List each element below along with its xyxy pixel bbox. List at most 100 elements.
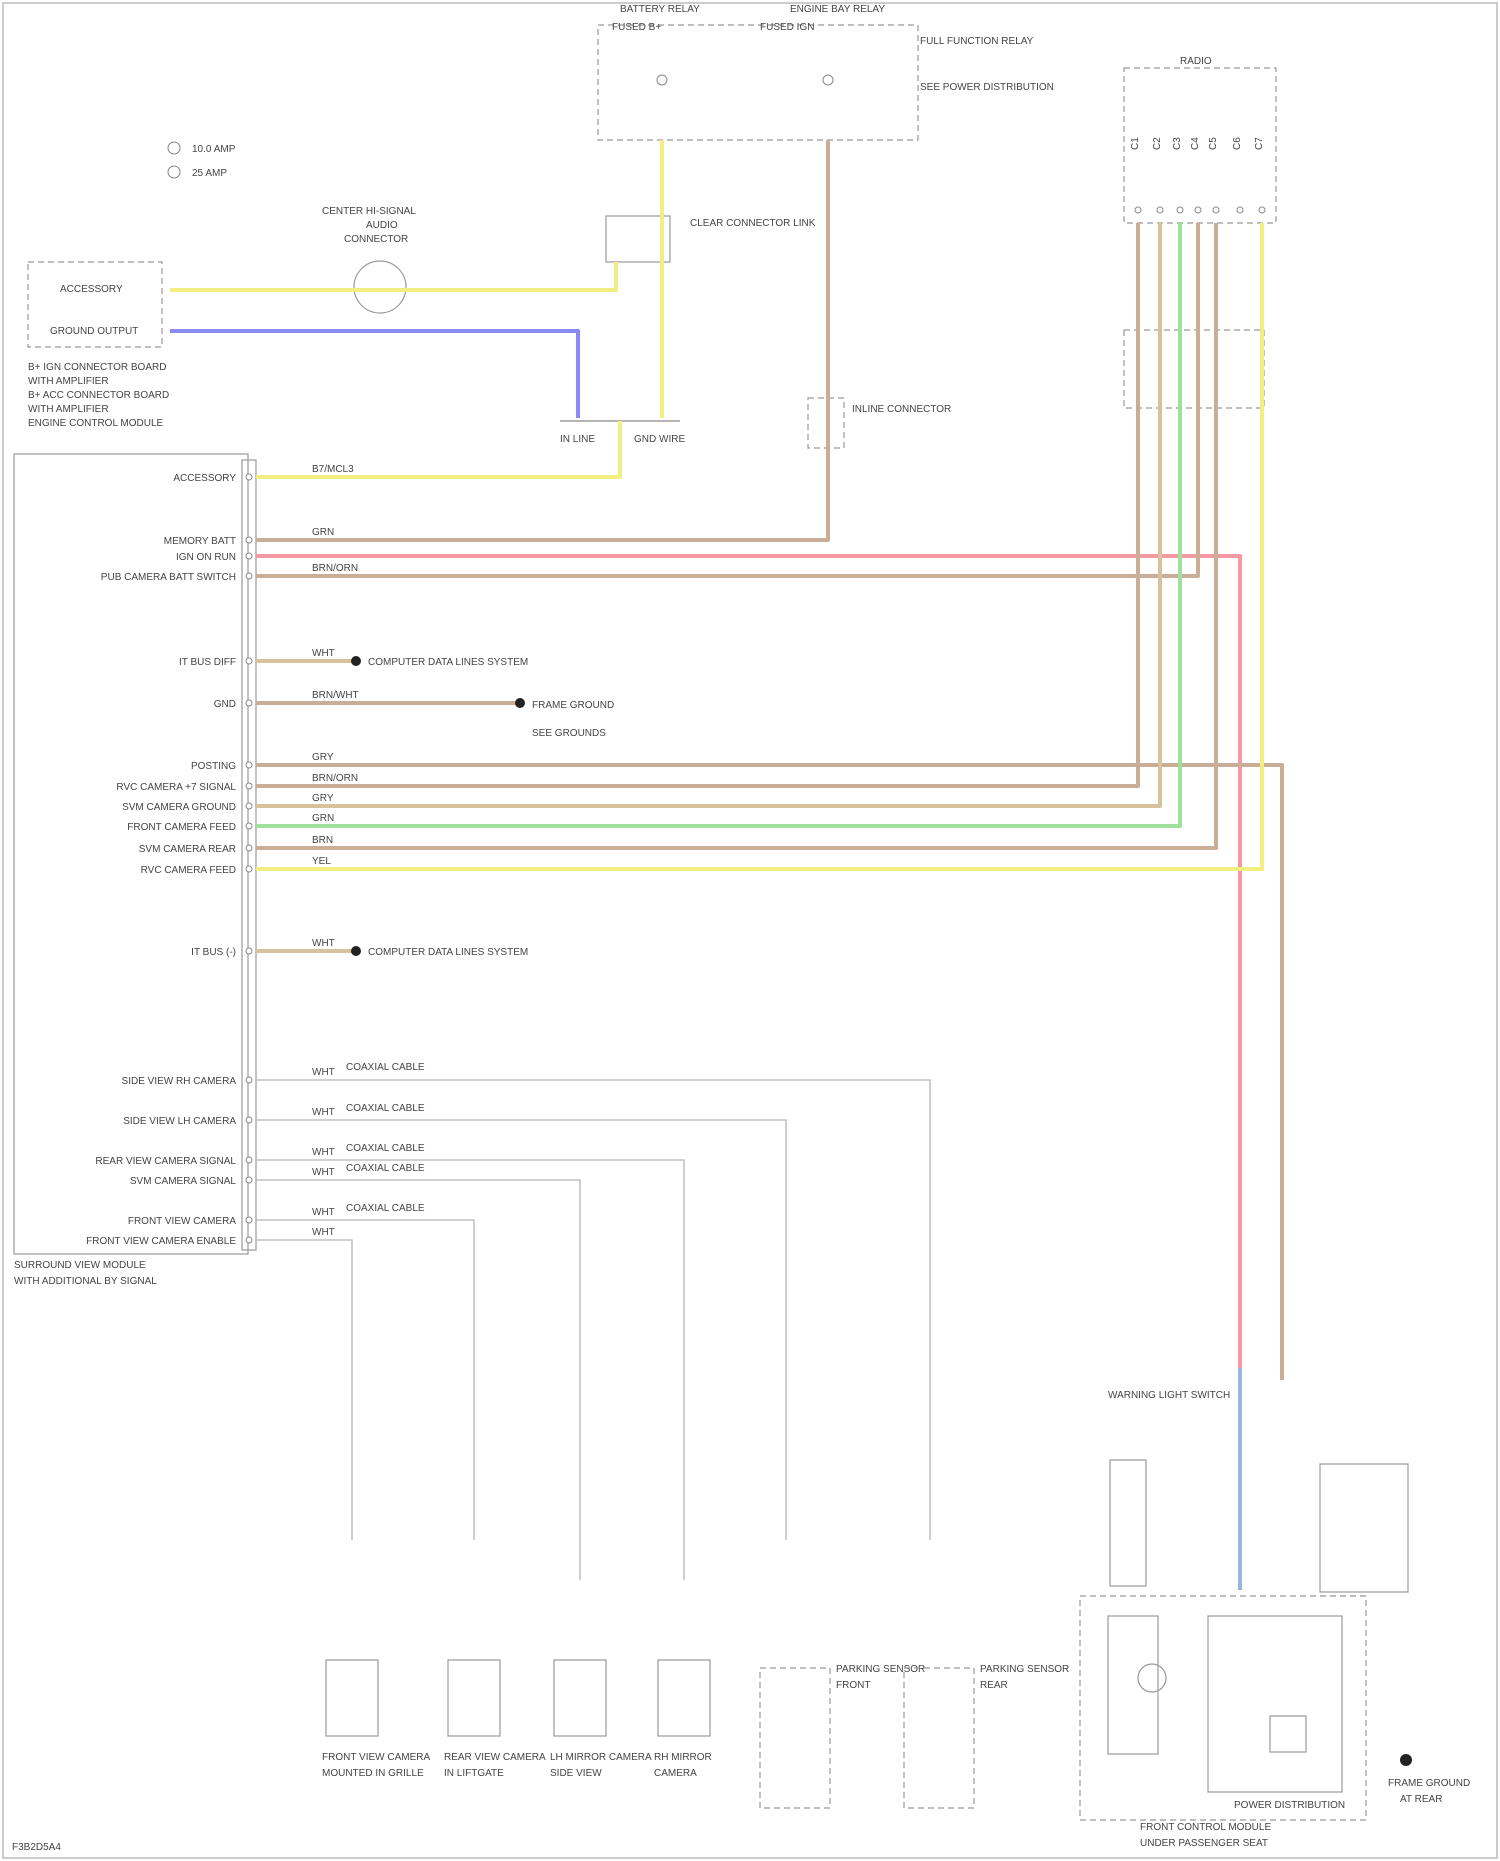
radio-pin-label: C5 — [1208, 137, 1219, 150]
radio-pin — [1177, 207, 1183, 213]
device-body — [760, 1668, 830, 1808]
radio-pin-label: C2 — [1152, 137, 1163, 150]
fuse-right-icon — [823, 75, 833, 85]
device-label: RH MIRROR — [654, 1752, 712, 1763]
module-pin — [246, 762, 252, 768]
module-pin-label: IT BUS DIFF — [179, 657, 236, 668]
ground-sub: AT REAR — [1400, 1794, 1442, 1805]
relay-switch-icon — [1270, 1716, 1306, 1752]
annotations: COMPUTER DATA LINES SYSTEM COMPUTER DATA… — [346, 656, 614, 1214]
module-pin-label: REAR VIEW CAMERA SIGNAL — [95, 1156, 236, 1167]
device-sublabel: CAMERA — [654, 1768, 697, 1779]
radio-pin-label: C3 — [1172, 137, 1183, 150]
module-pin — [246, 573, 252, 579]
module-pin-label: MEMORY BATT — [164, 536, 236, 547]
radio-pin — [1195, 207, 1201, 213]
fuse-note: FULL FUNCTION RELAY — [920, 36, 1034, 47]
module-pin — [246, 658, 252, 664]
wire-ign-red — [256, 556, 1240, 1590]
module-pin — [246, 1177, 252, 1183]
module-pin-label: GND — [214, 699, 236, 710]
wire-circuit-label: WHT — [312, 648, 335, 659]
device-sublabel: FRONT — [836, 1680, 870, 1691]
device-body — [658, 1660, 710, 1736]
module-pin-label: POSTING — [191, 761, 236, 772]
module-pin — [246, 1237, 252, 1243]
relay-coil-icon — [1138, 1664, 1166, 1692]
coax-cable-label-5: COAXIAL CABLE — [346, 1203, 425, 1214]
ground-label: FRAME GROUND — [1388, 1778, 1470, 1789]
module-pin — [246, 537, 252, 543]
wire-circuit-label: GRN — [312, 527, 334, 538]
fuse-left-icon — [657, 75, 667, 85]
accessory-note-1: B+ IGN CONNECTOR BOARD — [28, 362, 166, 373]
radio-pin — [1135, 207, 1141, 213]
wire-circuit-label: BRN/WHT — [312, 690, 359, 701]
splice-label-1: IN LINE — [560, 434, 595, 445]
radio-pin-label: C4 — [1190, 137, 1201, 150]
device-label: LH MIRROR CAMERA — [550, 1752, 652, 1763]
wire-ground-blue — [170, 331, 578, 418]
radio-pin — [1237, 207, 1243, 213]
module-pin — [246, 803, 252, 809]
device-label: FRONT VIEW CAMERA — [322, 1752, 430, 1763]
wire-circuit-label: BRN/ORN — [312, 773, 358, 784]
network-label-1: COMPUTER DATA LINES SYSTEM — [368, 657, 528, 668]
ground-note-2: SEE GROUNDS — [532, 728, 606, 739]
module-pin-label: SVM CAMERA SIGNAL — [130, 1176, 237, 1187]
module-subtitle: WITH ADDITIONAL BY SIGNAL — [14, 1276, 157, 1287]
wire-accessory-yellow — [170, 262, 616, 290]
wire-circuit-label: GRY — [312, 752, 334, 763]
radio-pin-label: C7 — [1254, 137, 1265, 150]
legend-item-1: 10.0 AMP — [192, 144, 236, 155]
coax-cable-label-2: COAXIAL CABLE — [346, 1103, 425, 1114]
radio-pin-label: C6 — [1232, 137, 1243, 150]
wire-circuit-label: WHT — [312, 1207, 335, 1218]
shielded-lines — [256, 1080, 930, 1580]
power-distribution: WARNING LIGHT SWITCH POWER DISTRIBUTION … — [1080, 1390, 1470, 1849]
device-sublabel: IN LIFTGATE — [444, 1768, 504, 1779]
accessory-ground-output: GROUND OUTPUT — [50, 326, 138, 337]
module-pin — [246, 845, 252, 851]
wire-circuit-label: WHT — [312, 1227, 335, 1238]
accessory-note-5: ENGINE CONTROL MODULE — [28, 418, 164, 429]
coax-connector: CENTER HI-SIGNAL AUDIO CONNECTOR — [322, 206, 416, 313]
clear-connector-link: CLEAR CONNECTOR LINK — [606, 216, 816, 262]
wire-svm-rear — [256, 223, 1216, 848]
module-pin-label: SIDE VIEW LH CAMERA — [123, 1116, 236, 1127]
device-body — [904, 1668, 974, 1808]
wire-circuit-label: YEL — [312, 856, 331, 867]
splice-label-2: GND WIRE — [634, 434, 685, 445]
wire-circuit-label: BRN — [312, 835, 333, 846]
network-label-2: COMPUTER DATA LINES SYSTEM — [368, 947, 528, 958]
device-label: REAR VIEW CAMERA — [444, 1752, 546, 1763]
coax-cable-label-1: COAXIAL CABLE — [346, 1062, 425, 1073]
wires — [170, 140, 1282, 1590]
device-sublabel: SIDE VIEW — [550, 1768, 602, 1779]
bottom-devices: FRONT VIEW CAMERAMOUNTED IN GRILLEREAR V… — [322, 1660, 1069, 1808]
fuse-note-2: SEE POWER DISTRIBUTION — [920, 82, 1054, 93]
inline-connector-label: INLINE CONNECTOR — [852, 404, 951, 415]
accessory-note-3: B+ ACC CONNECTOR BOARD — [28, 390, 169, 401]
radio-pin — [1213, 207, 1219, 213]
device-body — [554, 1660, 606, 1736]
wire-circuit-label: GRY — [312, 793, 334, 804]
device-label: PARKING SENSOR — [836, 1664, 925, 1675]
ground-note: FRAME GROUND — [532, 700, 614, 711]
wire-circuit-label: WHT — [312, 1147, 335, 1158]
relay-label: WARNING LIGHT SWITCH — [1108, 1390, 1230, 1401]
module-pin-label: FRONT CAMERA FEED — [127, 822, 236, 833]
fuse-box: BATTERY RELAY ENGINE BAY RELAY FUSED B+ … — [598, 4, 1054, 140]
legend-item-2: 25 AMP — [192, 168, 227, 179]
fuse-header-left: BATTERY RELAY — [620, 4, 700, 15]
wire-circuit-label: WHT — [312, 1167, 335, 1178]
module-pin-label: RVC CAMERA +7 SIGNAL — [116, 782, 236, 793]
splice-bar: IN LINE GND WIRE — [560, 421, 685, 445]
module-pin — [246, 1117, 252, 1123]
module-pin — [246, 1157, 252, 1163]
accessory-box: ACCESSORY GROUND OUTPUT B+ IGN CONNECTOR… — [28, 262, 169, 429]
module-pin-label: FRONT VIEW CAMERA ENABLE — [86, 1236, 236, 1247]
radio-title: RADIO — [1180, 56, 1212, 67]
radio-pin-label: C1 — [1130, 137, 1141, 150]
